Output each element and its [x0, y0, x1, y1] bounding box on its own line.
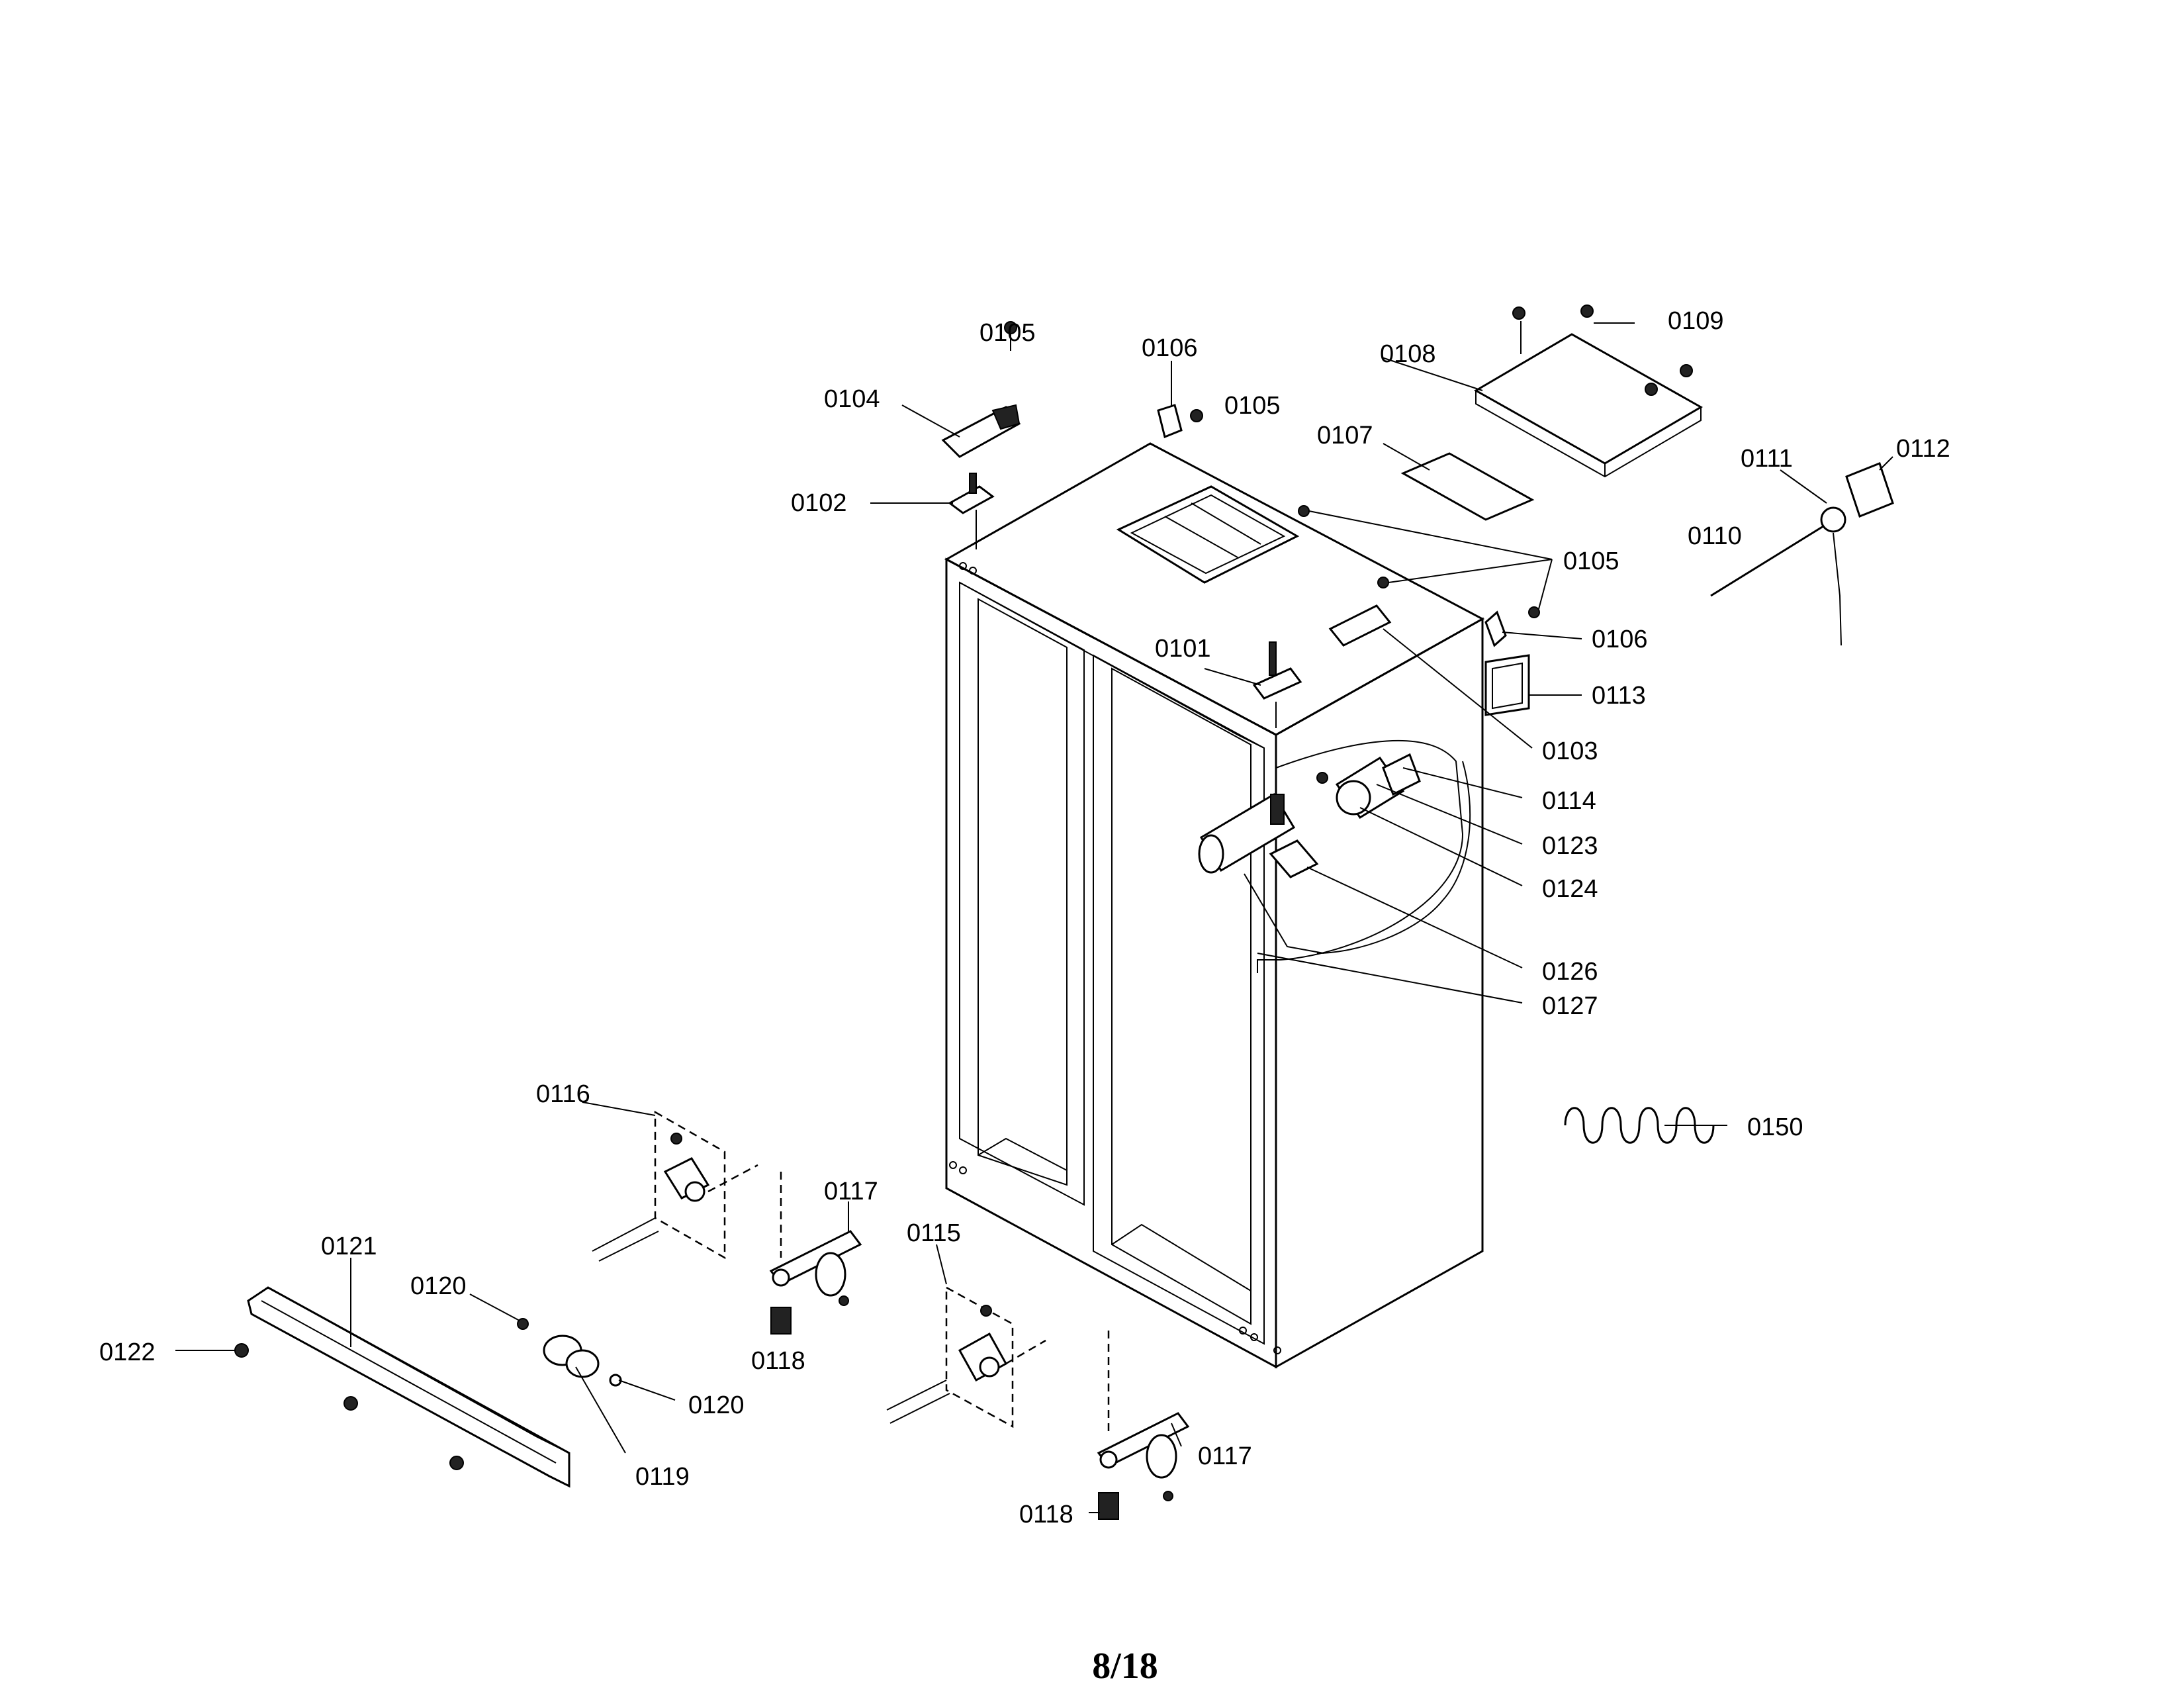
part-label-0105-mid: 0105	[1224, 392, 1281, 420]
part-label-0122: 0122	[99, 1338, 156, 1366]
part-label-0106-top: 0106	[1142, 334, 1198, 362]
part-label-0120-top: 0120	[410, 1272, 467, 1300]
part-label-0114: 0114	[1542, 787, 1596, 815]
tubing-coil-0150	[1564, 1107, 1715, 1144]
hinge-cover-0104	[941, 404, 1021, 458]
tube-0110	[1710, 525, 1824, 597]
page-number: 8/18	[1092, 1646, 1158, 1687]
sensor-0111	[1820, 506, 1846, 533]
hinge-cover-0103	[1328, 604, 1392, 647]
valve-0126	[1269, 839, 1319, 878]
cover-plate-0113	[1484, 654, 1530, 716]
screw-0121-b	[449, 1456, 464, 1470]
part-label-0118-left: 0118	[751, 1347, 805, 1375]
part-label-0117-left: 0117	[824, 1178, 878, 1205]
control-board-0107	[1400, 452, 1535, 521]
screw-0105-mid-a	[1298, 505, 1310, 517]
part-label-0102: 0102	[791, 489, 847, 517]
refrigerator-cabinet	[944, 442, 1485, 1369]
filter-assembly-0127	[1198, 792, 1296, 874]
part-label-0116: 0116	[536, 1080, 590, 1108]
part-label-0109: 0109	[1668, 307, 1724, 335]
roller-assembly-0117-right	[1097, 1331, 1190, 1479]
screw-0109-b	[1580, 305, 1594, 318]
part-label-0106-right: 0106	[1592, 626, 1648, 653]
part-label-0110: 0110	[1688, 522, 1742, 550]
bracket-0124	[1382, 753, 1421, 796]
top-hinge-0102	[948, 473, 995, 549]
screw-0105-top	[1190, 409, 1203, 422]
screw-0105-mid-b	[1377, 577, 1389, 588]
part-label-0117-right: 0117	[1198, 1442, 1252, 1470]
part-label-0103: 0103	[1542, 737, 1598, 765]
part-label-0108: 0108	[1380, 340, 1436, 368]
part-label-0105-top: 0105	[979, 319, 1036, 347]
part-label-0127: 0127	[1542, 992, 1598, 1020]
part-labels: 0105 0104 0102 0106 0105 0108 0109 0107 …	[99, 307, 1950, 1528]
part-label-0150: 0150	[1747, 1113, 1803, 1141]
screw-0105-right	[1528, 606, 1540, 618]
part-label-0123: 0123	[1542, 832, 1598, 860]
screw-0117-right	[1163, 1491, 1173, 1501]
center-hinge-0101	[1252, 641, 1302, 728]
screw-0114	[1316, 772, 1328, 784]
screw-0109-c	[1680, 364, 1693, 377]
part-label-0113: 0113	[1592, 682, 1646, 710]
connector-0112	[1845, 462, 1894, 518]
part-label-0121: 0121	[321, 1233, 377, 1260]
part-label-0105-right: 0105	[1563, 547, 1619, 575]
screw-0109-d	[1645, 383, 1658, 396]
part-label-0112: 0112	[1896, 435, 1950, 463]
screw-0117-left	[839, 1295, 849, 1306]
bracket-0106-top	[1157, 404, 1183, 439]
screw-0120-top	[517, 1318, 529, 1330]
part-label-0104: 0104	[824, 385, 880, 413]
part-label-0126: 0126	[1542, 958, 1598, 986]
part-label-0118-right: 0118	[1019, 1501, 1073, 1528]
part-label-0115: 0115	[907, 1219, 961, 1247]
part-label-0111: 0111	[1741, 445, 1793, 473]
leveling-leg-0118-right	[1098, 1492, 1119, 1520]
kick-plate-0121	[247, 1286, 570, 1488]
part-label-0107: 0107	[1317, 422, 1373, 449]
control-cover-0108	[1473, 333, 1704, 478]
part-label-0101: 0101	[1155, 635, 1211, 663]
bottom-hinge-0116	[592, 1110, 758, 1262]
roller-assembly-0117-left	[769, 1172, 862, 1297]
part-label-0124: 0124	[1542, 875, 1598, 903]
leveling-leg-0118-left	[770, 1307, 792, 1335]
bottom-hinge-0115	[886, 1286, 1046, 1429]
leader-lines	[175, 321, 1893, 1513]
screw-0109-a	[1512, 306, 1525, 320]
part-label-0119: 0119	[635, 1463, 690, 1491]
roller-bushing-0119	[543, 1335, 600, 1378]
part-label-0120-bottom: 0120	[688, 1391, 745, 1419]
screw-0121-a	[343, 1396, 358, 1411]
screw-0122	[234, 1343, 249, 1358]
bracket-0106-right	[1484, 610, 1507, 647]
